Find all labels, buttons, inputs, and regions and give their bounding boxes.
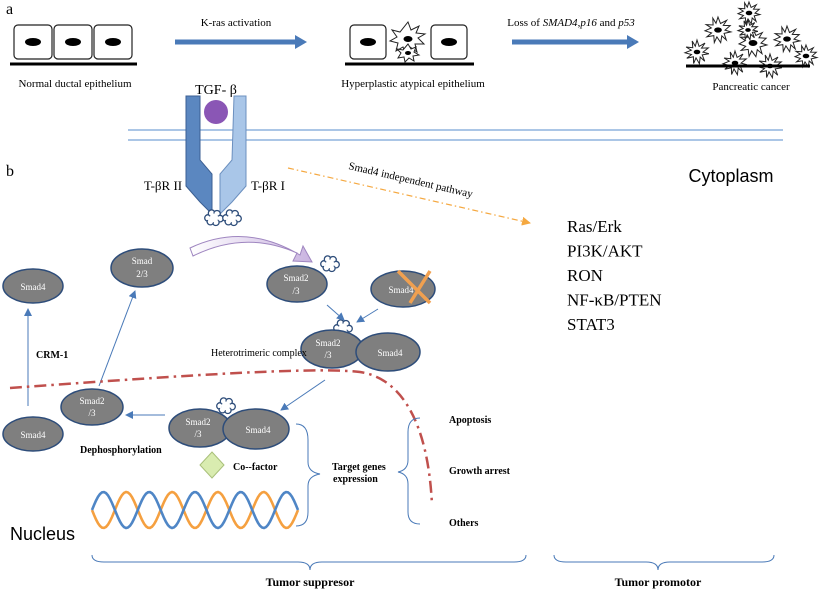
crm1-label: CRM-1	[36, 350, 68, 361]
dna-strand	[90, 490, 300, 530]
smad4-exported-label: Smad4	[20, 282, 46, 292]
dna-strand	[90, 490, 300, 530]
smad4-lost-label: Smad4	[388, 285, 414, 295]
outcome-item: Growth arrest	[449, 466, 511, 477]
target-genes-line1: Target genes	[332, 462, 386, 473]
independent-pathway-arrow	[287, 167, 531, 226]
cancer-nucleus	[745, 10, 753, 16]
activation-curved-arrow	[189, 236, 313, 263]
tgf-beta-ligand	[204, 100, 228, 124]
dna-helix	[90, 490, 300, 530]
stage-normal-label: Normal ductal epithelium	[18, 78, 131, 90]
nuclear-smad23-line1: Smad2	[185, 417, 210, 427]
smad4-nuclear-label: Smad4	[20, 430, 46, 440]
nuclear-smad4-label: Smad4	[245, 425, 271, 435]
smad23-dp-line2: /3	[88, 408, 96, 418]
smad23-free-line2: 2/3	[136, 269, 148, 279]
tumor-promotor-brace	[553, 554, 775, 571]
nucleus-label: Nucleus	[10, 524, 75, 544]
smad23-dp-line1: Smad2	[79, 396, 104, 406]
receptor-type-1	[219, 95, 247, 216]
kras-activation-label: K-ras activation	[201, 17, 272, 29]
loss-arrow	[512, 35, 639, 49]
pathway-item: STAT3	[567, 315, 615, 334]
kras-arrow	[175, 35, 307, 49]
complex-smad23-line2: /3	[324, 350, 332, 360]
complex-smad4	[355, 332, 421, 372]
cancer-nucleus	[748, 39, 758, 47]
dephosphorylation-label: Dephosphorylation	[80, 445, 162, 456]
smad4-lost	[370, 270, 436, 308]
smad-nodes: Smad4 Smad 2/3 Smad2 /3 Smad4 Smad2 /3 S…	[2, 248, 436, 452]
smad23-dephosphorylated	[60, 388, 124, 426]
nuclear-complex-smad23	[168, 408, 232, 448]
smad23-free	[110, 248, 174, 288]
cancer-nucleus	[783, 36, 791, 42]
tumor-promotor-label: Tumor promotor	[615, 575, 702, 589]
loss-label: Loss of SMAD4,p16 and p53	[507, 17, 635, 29]
nuclear-smad23-line2: /3	[194, 429, 202, 439]
panel-b-label: b	[6, 163, 14, 180]
smad23-p-line1: Smad2	[283, 273, 308, 283]
tumor-suppressor-brace	[91, 554, 527, 571]
arrow-smad23-export	[98, 290, 137, 387]
panel-a-label: a	[6, 1, 13, 18]
cancer-nucleus	[731, 60, 739, 66]
hyperplastic-cells	[345, 21, 474, 66]
receptor2-label: T-βR II	[144, 178, 182, 193]
nuclear-membrane	[9, 369, 434, 506]
normal-epithelium-cells	[10, 24, 137, 66]
smad4-loss-cross	[396, 269, 432, 305]
cancer-nucleus	[693, 49, 701, 55]
smad23-phosphorylated	[266, 265, 328, 303]
arrow-complex-to-nucleus	[280, 379, 326, 411]
smad4-exported	[2, 268, 64, 304]
pathway-item: NF-κB/PTEN	[567, 291, 662, 310]
nuclear-complex-smad4	[222, 408, 290, 450]
target-genes-brace-left	[295, 423, 321, 527]
smad4-nuclear	[2, 416, 64, 452]
tumor-suppressor-label: Tumor suppresor	[266, 575, 355, 589]
complex-smad4-label: Smad4	[377, 348, 403, 358]
tgf-beta-label: TGF- β	[195, 83, 237, 98]
pathway-item: RON	[567, 266, 603, 285]
stage-cancer-label: Pancreatic cancer	[712, 81, 790, 93]
arrow-smad23-to-complex	[326, 304, 345, 321]
arrow-smad4-to-complex	[356, 308, 379, 323]
cancer-nucleus	[714, 27, 722, 33]
outcome-item: Apoptosis	[449, 415, 491, 426]
complex-smad23	[300, 329, 364, 369]
cancer-nucleus	[745, 28, 751, 32]
stage-hyperplastic-label: Hyperplastic atypical epithelium	[341, 78, 485, 90]
outcome-item: Others	[449, 518, 479, 529]
heterotrimeric-label: Heterotrimeric complex	[211, 348, 307, 359]
cofactor-diamond	[199, 451, 225, 479]
pathway-item: PI3K/AKT	[567, 242, 643, 261]
smad23-free-line1: Smad	[132, 256, 153, 266]
target-genes-line2: expression	[333, 474, 378, 485]
independent-pathway-label: Smad4 independent pathway	[347, 160, 474, 200]
cytoplasm-label: Cytoplasm	[688, 166, 773, 186]
cofactor-label: Co--factor	[233, 462, 278, 473]
receptor-type-2	[185, 95, 213, 216]
smad23-p-line2: /3	[292, 286, 300, 296]
complex-smad23-line1: Smad2	[315, 338, 340, 348]
outcomes-brace	[397, 417, 421, 525]
cancer-nucleus	[802, 53, 810, 59]
pathway-item: Ras/Erk	[567, 217, 622, 236]
receptor1-label: T-βR I	[251, 178, 285, 193]
pathway-arrows	[24, 290, 379, 419]
cancer-cells-cluster	[683, 0, 819, 80]
